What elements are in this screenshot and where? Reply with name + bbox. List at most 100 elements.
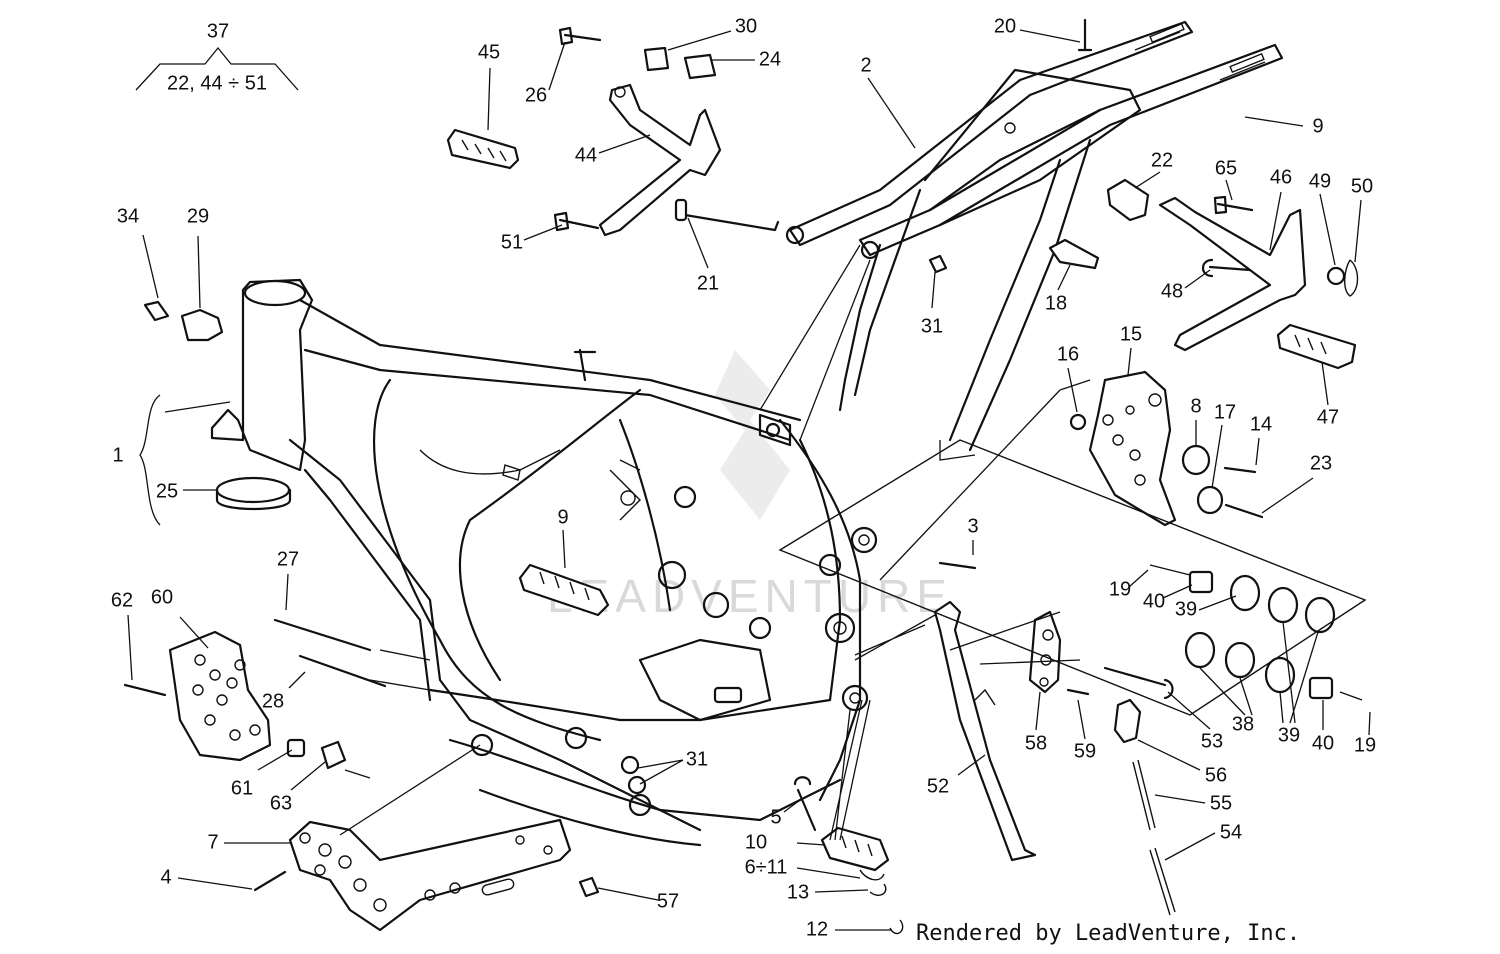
assembly-outline: [778, 439, 1367, 716]
bracket-34: [143, 300, 170, 322]
callout-21: 21: [697, 272, 719, 294]
rear-subframe: [785, 18, 1284, 452]
callout-40-right: 40: [1312, 732, 1334, 754]
clip-63: [320, 740, 347, 770]
screw-4: [253, 870, 287, 892]
callout-19-left: 19: [1109, 578, 1131, 600]
callout-20: 20: [994, 15, 1016, 37]
heel-guard-15: [1088, 370, 1177, 527]
callout-12: 12: [806, 918, 828, 940]
callout-52: 52: [927, 775, 949, 797]
callout-4: 4: [160, 866, 171, 888]
washer-16: [1069, 413, 1087, 431]
callout-31-upper: 31: [921, 315, 943, 337]
callout-1: 1: [112, 444, 123, 466]
screw-59: [1066, 688, 1090, 696]
credit-text: Rendered by LeadVenture, Inc.: [916, 921, 1300, 946]
callout-26: 26: [525, 84, 547, 106]
callout-15: 15: [1120, 323, 1142, 345]
bolts-27-28: [273, 618, 387, 688]
callout-63: 63: [270, 792, 292, 814]
pivot-bolt-21: [674, 198, 780, 232]
callout-19-right: 19: [1354, 734, 1376, 756]
credit-line: Rendered by LeadVenture, Inc.: [916, 921, 1300, 946]
callout-27: 27: [277, 548, 299, 570]
callout-30: 30: [735, 15, 757, 37]
callout-8: 8: [1190, 395, 1201, 417]
callout-54: 54: [1220, 821, 1242, 843]
bracket-29: [180, 308, 224, 342]
left-rear-footrest-bracket: [446, 26, 722, 237]
callout-1-leader: [164, 401, 231, 413]
callout-61: 61: [231, 777, 253, 799]
callout-38: 38: [1232, 713, 1254, 735]
callout-24: 24: [759, 48, 781, 70]
footpeg-9: [518, 563, 610, 617]
screw-62: [123, 683, 167, 697]
callout-31-lower: 31: [686, 748, 708, 770]
callout-25: 25: [156, 480, 178, 502]
stand-bracket-58: [1028, 610, 1062, 694]
callout-44: 44: [575, 144, 597, 166]
main-frame: [210, 278, 878, 847]
callout-45: 45: [478, 41, 500, 63]
footpeg-10: [793, 776, 890, 872]
callout-3: 3: [967, 515, 978, 537]
callout-2: 2: [860, 54, 871, 76]
callout-57: 57: [657, 890, 679, 912]
nut-31-upper: [928, 254, 948, 274]
callout-16: 16: [1057, 343, 1079, 365]
callout-18: 18: [1045, 292, 1067, 314]
spacer-61: [286, 738, 306, 758]
spacer-8: [1181, 444, 1211, 476]
leader-lines: [127, 29, 1371, 931]
springs-55-54: [1132, 759, 1176, 916]
callout-23: 23: [1310, 452, 1332, 474]
callout-29: 29: [187, 205, 209, 227]
callout-51: 51: [501, 231, 523, 253]
bushings-group: [1149, 564, 1363, 701]
callout-28: 28: [262, 690, 284, 712]
callout-47: 47: [1317, 406, 1339, 428]
callout-10: 10: [745, 831, 767, 853]
callout-55: 55: [1210, 792, 1232, 814]
callout-49: 49: [1309, 170, 1331, 192]
callout-9-upper: 9: [1312, 115, 1323, 137]
clips-12-13: [859, 869, 904, 935]
skid-plate: [288, 818, 572, 932]
spring-plate-56: [1113, 698, 1142, 744]
callout-48: 48: [1161, 280, 1183, 302]
callout-14: 14: [1250, 413, 1272, 435]
callout-40-left: 40: [1143, 590, 1165, 612]
callout-56: 56: [1205, 764, 1227, 786]
callout-5: 5: [770, 806, 781, 828]
callout-labels: 1 2 3 4 5 6÷11 7 8 9 9 10 12 13 14 15 16…: [111, 15, 1376, 940]
bracket-plate-60: [168, 630, 272, 762]
watermark-text: LEADVENTURE: [547, 570, 953, 622]
callout-7: 7: [207, 831, 218, 853]
callout-46: 46: [1270, 166, 1292, 188]
group-label-37: 37 22, 44 ÷ 51: [135, 20, 299, 94]
callout-62: 62: [111, 589, 133, 611]
side-stand: [933, 600, 1037, 862]
group-contents: 22, 44 ÷ 51: [167, 72, 267, 94]
callout-65: 65: [1215, 157, 1237, 179]
bearing-25: [215, 476, 291, 504]
screws-14-23: [1223, 466, 1264, 519]
callout-53: 53: [1201, 730, 1223, 752]
callout-39-right: 39: [1278, 724, 1300, 746]
callout-1-brace: [139, 394, 161, 526]
watermark: LEADVENTURE: [547, 350, 953, 622]
callout-34: 34: [117, 205, 139, 227]
group-number: 37: [207, 20, 229, 42]
callout-58: 58: [1025, 732, 1047, 754]
callout-22: 22: [1151, 149, 1173, 171]
callout-13: 13: [787, 881, 809, 903]
callout-50: 50: [1351, 175, 1373, 197]
right-rear-footrest-bracket: [1048, 178, 1359, 370]
callout-9-lower: 9: [557, 506, 568, 528]
bearing-25-side: [215, 488, 292, 511]
callout-39-left: 39: [1175, 598, 1197, 620]
